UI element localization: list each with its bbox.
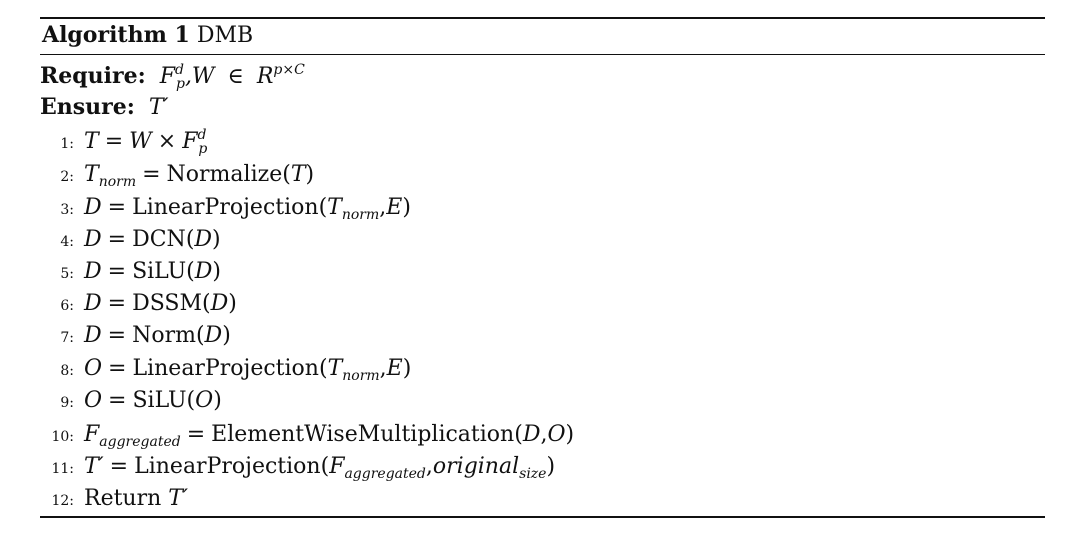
- bottom-rule: [40, 516, 1045, 518]
- title-rule: [40, 54, 1045, 55]
- algo-line-7: 7:D=Norm(D): [40, 321, 230, 351]
- ensure-keyword: Ensure:: [40, 94, 135, 120]
- line-number: 2:: [60, 169, 74, 185]
- algo-line-5: 5:D=SiLU(D): [40, 257, 221, 287]
- line-number: 9:: [60, 395, 74, 411]
- algo-line-3: 3:D=LinearProjection(Tnorm,E): [40, 193, 411, 223]
- algo-line-2: 2:Tnorm=Normalize(T): [40, 160, 314, 190]
- algo-line-12: 12:Return T′: [40, 484, 187, 514]
- ensure-line: Ensure: T′: [40, 92, 169, 122]
- ensure-expression: T′: [141, 95, 169, 120]
- algo-line-8: 8:O=LinearProjection(Tnorm,E): [40, 354, 411, 384]
- line-number: 4:: [60, 234, 74, 250]
- require-expression: Fdp,W ∈ Rp×C: [152, 62, 305, 92]
- algorithm-label: Algorithm 1: [42, 22, 190, 48]
- require-keyword: Require:: [40, 63, 146, 89]
- line-number: 3:: [60, 202, 74, 218]
- algo-line-11: 11:T′=LinearProjection(Faggregated,origi…: [40, 452, 555, 482]
- line-number: 12:: [51, 493, 74, 509]
- algo-line-10: 10:Faggregated=ElementWiseMultiplication…: [40, 420, 574, 450]
- top-rule: [40, 17, 1045, 19]
- line-number: 10:: [51, 429, 74, 445]
- require-line: Require: Fdp,W ∈ Rp×C: [40, 61, 305, 91]
- line-number: 1:: [60, 136, 74, 152]
- algo-line-1: 1:T=W×Fdp: [40, 127, 207, 157]
- algo-line-9: 9:O=SiLU(O): [40, 386, 221, 416]
- algo-line-4: 4:D=DCN(D): [40, 225, 220, 255]
- line-number: 8:: [60, 363, 74, 379]
- algorithm-name: DMB: [196, 23, 254, 48]
- line-number: 5:: [60, 266, 74, 282]
- line-number: 11:: [51, 461, 74, 477]
- algo-line-6: 6:D=DSSM(D): [40, 289, 236, 319]
- line-number: 7:: [60, 330, 74, 346]
- algorithm-title: Algorithm 1 DMB: [42, 22, 253, 49]
- line-number: 6:: [60, 298, 74, 314]
